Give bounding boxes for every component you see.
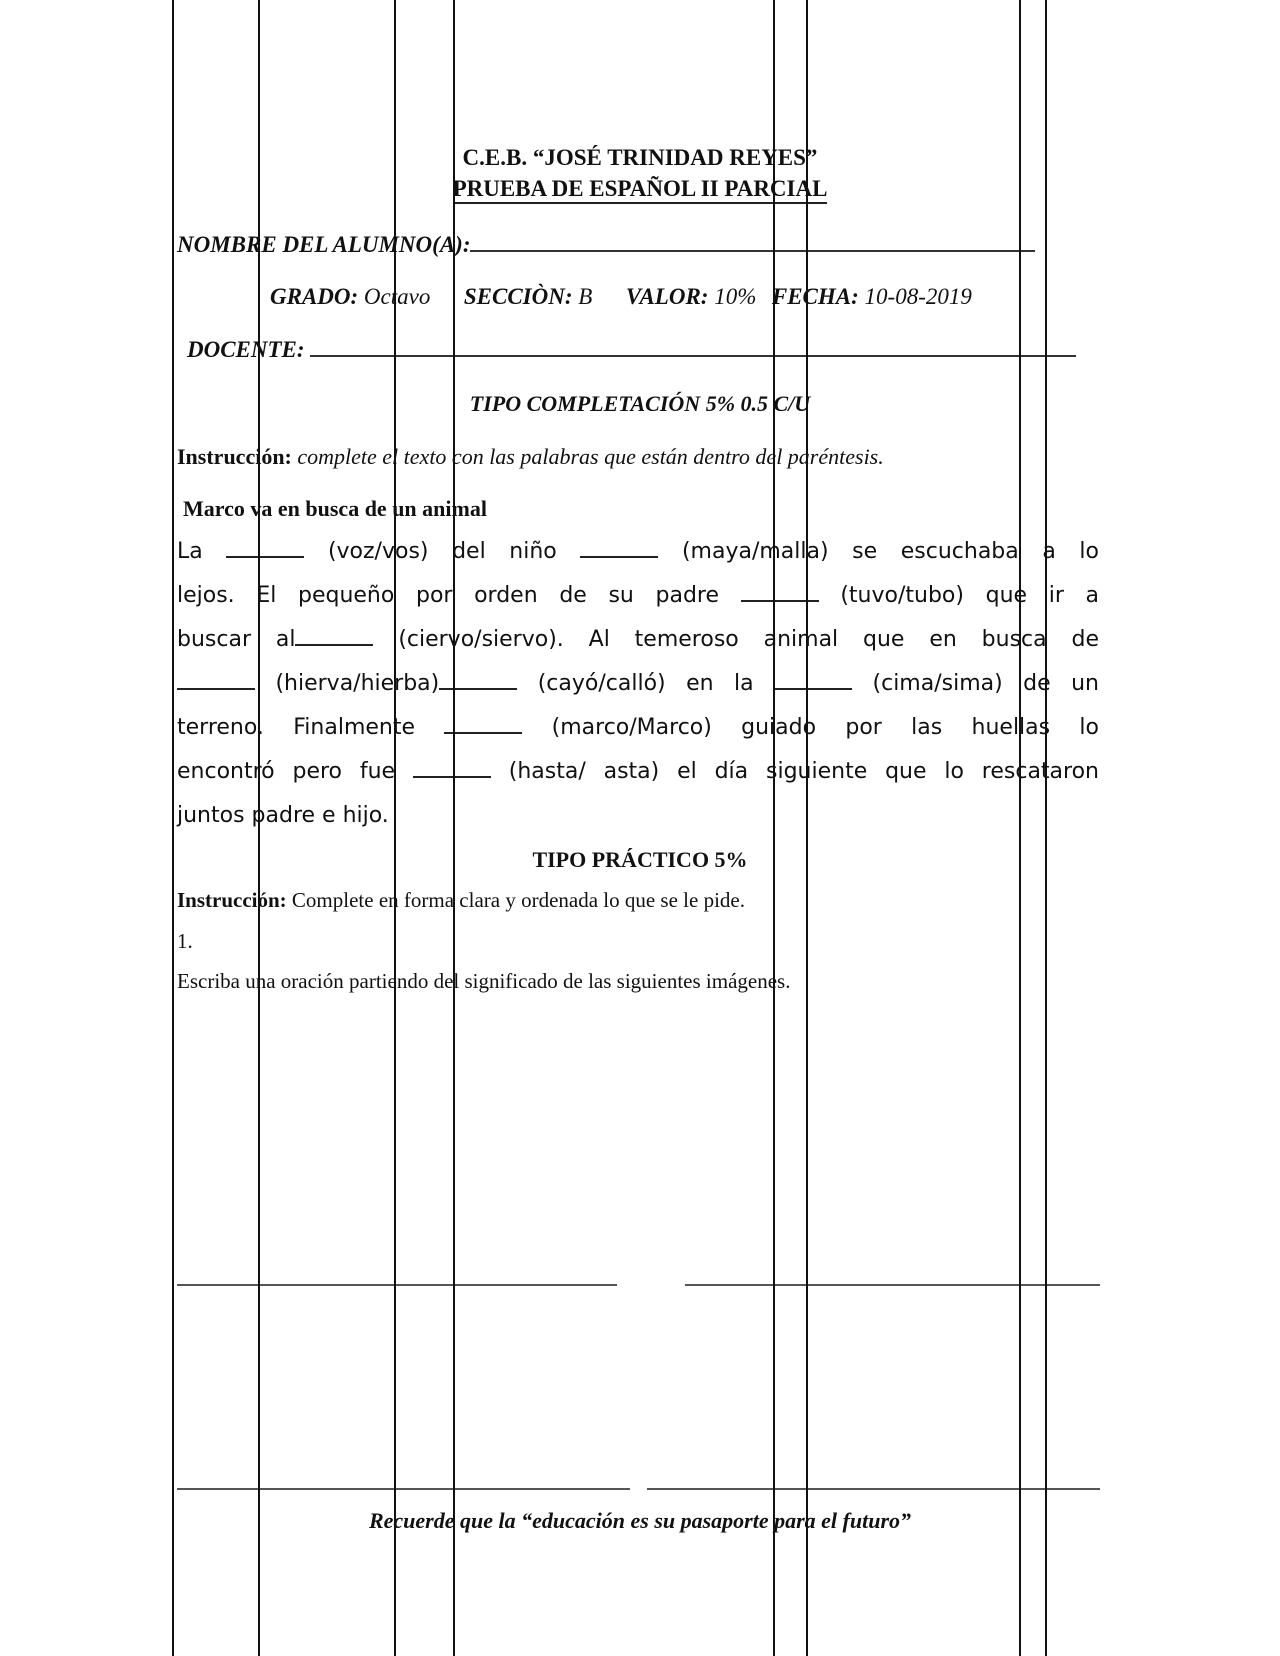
- fill-in-blank[interactable]: [740, 580, 819, 602]
- story-paragraph: La (voz/vos) del niño (maya/malla) se es…: [177, 530, 1099, 838]
- vertical-rule: [1019, 0, 1021, 1656]
- story-line: buscar al (ciervo/siervo). Al temeroso a…: [177, 618, 1099, 662]
- answer-line-1[interactable]: [177, 1284, 617, 1286]
- fill-in-blank[interactable]: [412, 756, 491, 778]
- teacher-row: DOCENTE:: [187, 337, 1077, 363]
- story-text: (tuvo/tubo) que ir a: [818, 583, 1099, 608]
- student-name-row: NOMBRE DEL ALUMNO(A):: [177, 232, 1036, 258]
- fill-in-blank[interactable]: [774, 668, 853, 690]
- story-text: (hierva/hierba): [255, 671, 440, 696]
- answer-line-2[interactable]: [685, 1284, 1100, 1286]
- section1-instruction-text: complete el texto con las palabras que e…: [291, 444, 884, 469]
- story-text: (cima/sima) de un: [852, 671, 1099, 696]
- student-name-label: NOMBRE DEL ALUMNO(A):: [177, 232, 471, 257]
- section-value: B: [578, 284, 593, 309]
- date-label: FECHA:: [771, 284, 859, 309]
- date-value: 10-08-2019: [864, 284, 972, 309]
- exam-title: PRUEBA DE ESPAÑOL II PARCIAL: [0, 176, 1280, 204]
- story-title: Marco va en busca de un animal: [183, 496, 487, 521]
- vertical-rule: [394, 0, 396, 1656]
- story-text: La: [177, 539, 227, 564]
- footer-motto: Recuerde que la “educación es su pasapor…: [368, 1508, 912, 1533]
- vertical-rule: [1045, 0, 1047, 1656]
- section2-instruction-text: Complete en forma clara y ordenada lo qu…: [286, 888, 745, 912]
- value-label: VALOR:: [625, 284, 709, 309]
- story-line: lejos. El pequeño por orden de su padre …: [177, 574, 1099, 618]
- vertical-rule: [258, 0, 260, 1656]
- section1-instruction: Instrucción: complete el texto con las p…: [177, 444, 884, 470]
- section1-heading: TIPO COMPLETACIÓN 5% 0.5 C/U: [469, 391, 811, 416]
- story-text: (maya/malla) se escuchaba a lo: [658, 539, 1100, 564]
- teacher-field[interactable]: [310, 355, 1077, 357]
- school-name: C.E.B. “JOSÉ TRINIDAD REYES”: [462, 145, 818, 170]
- fill-in-blank[interactable]: [580, 536, 659, 558]
- story-line: La (voz/vos) del niño (maya/malla) se es…: [177, 530, 1099, 574]
- story-text: lejos. El pequeño por orden de su padre: [177, 583, 741, 608]
- teacher-label: DOCENTE:: [187, 337, 305, 362]
- answer-line-4[interactable]: [647, 1488, 1100, 1490]
- story-text: (ciervo/siervo). Al temeroso animal que …: [373, 627, 1099, 652]
- vertical-rule: [453, 0, 455, 1656]
- story-line: juntos padre e hijo.: [177, 794, 1099, 838]
- student-name-field[interactable]: [470, 250, 1036, 252]
- fill-in-blank[interactable]: [177, 668, 255, 690]
- value-value: 10%: [714, 284, 757, 309]
- grade-row: GRADO: Octavo SECCIÒN: B VALOR: 10% FECH…: [270, 284, 972, 310]
- fill-in-blank[interactable]: [439, 668, 518, 690]
- vertical-rule: [172, 0, 174, 1656]
- story-text: juntos padre e hijo.: [177, 803, 389, 828]
- exam-title-text: PRUEBA DE ESPAÑOL II PARCIAL: [452, 176, 828, 204]
- section2-instruction: Instrucción: Complete en forma clara y o…: [177, 888, 745, 913]
- story-line: encontró pero fue (hasta/ asta) el día s…: [177, 750, 1099, 794]
- section-label: SECCIÒN:: [463, 284, 573, 309]
- grade-value: Octavo: [363, 284, 431, 309]
- item-number: 1.: [177, 929, 193, 953]
- item-text: Escriba una oración partiendo del signif…: [177, 969, 791, 993]
- story-text: (hasta/ asta) el día siguiente que lo re…: [490, 759, 1099, 784]
- section1-instruction-label: Instrucción:: [177, 444, 292, 469]
- grade-label: GRADO:: [270, 284, 359, 309]
- story-text: encontró pero fue: [177, 759, 413, 784]
- story-text: terreno. Finalmente: [177, 715, 445, 740]
- story-text: (cayó/calló) en la: [517, 671, 775, 696]
- answer-line-3[interactable]: [177, 1488, 630, 1490]
- fill-in-blank[interactable]: [444, 712, 523, 734]
- story-line: terreno. Finalmente (marco/Marco) guiado…: [177, 706, 1099, 750]
- story-line: (hierva/hierba) (cayó/calló) en la (cima…: [177, 662, 1099, 706]
- vertical-rule: [773, 0, 775, 1656]
- story-text: (voz/vos) del niño: [304, 539, 581, 564]
- story-text: buscar al: [177, 627, 296, 652]
- fill-in-blank[interactable]: [295, 624, 374, 646]
- fill-in-blank[interactable]: [226, 536, 305, 558]
- section2-instruction-label: Instrucción:: [177, 888, 287, 912]
- vertical-rule: [806, 0, 808, 1656]
- story-text: (marco/Marco) guiado por las huellas lo: [522, 715, 1099, 740]
- section2-heading: TIPO PRÁCTICO 5%: [532, 847, 748, 872]
